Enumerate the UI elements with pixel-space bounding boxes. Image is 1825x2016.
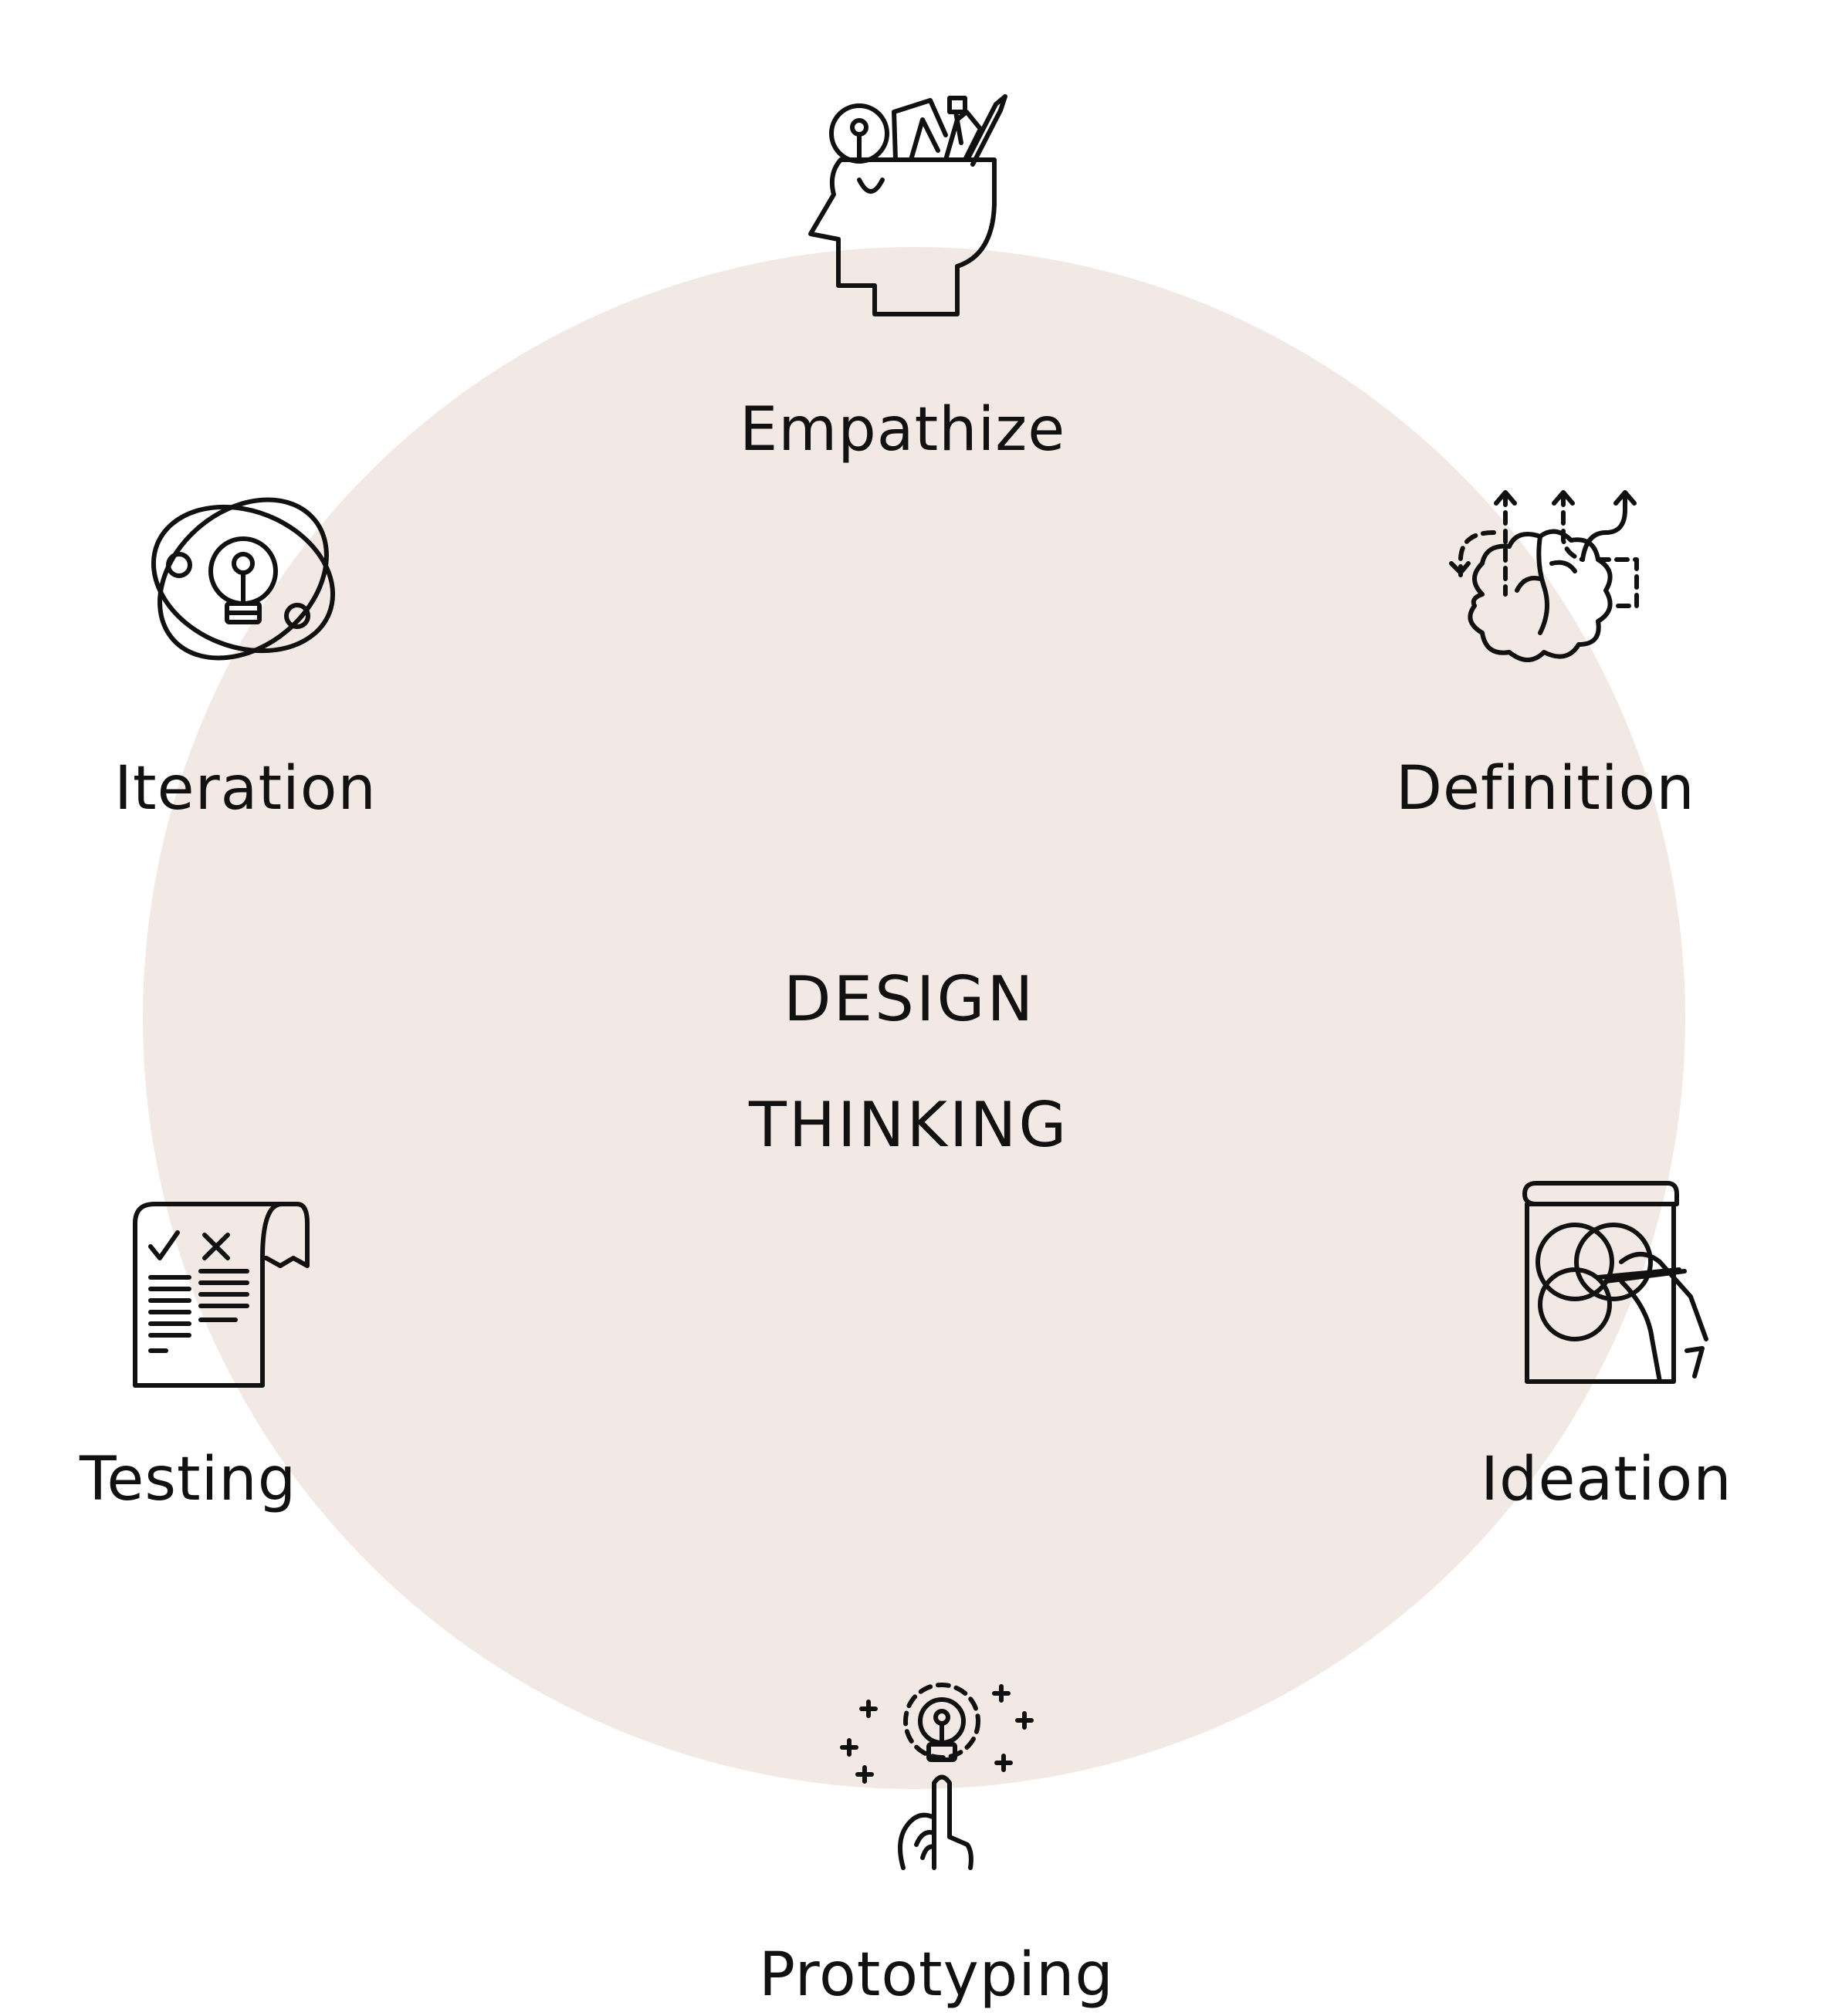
stage-label-testing: Testing [80,1445,297,1514]
center-title-line2: THINKING [749,1089,1069,1161]
cycle-circle [143,247,1685,1789]
stage-label-ideation: Ideation [1481,1445,1732,1514]
brain-paths-icon [1449,490,1639,662]
center-title-line1: DESIGN [784,963,1036,1035]
stage-label-definition: Definition [1396,754,1695,824]
stage-label-iteration: Iteration [114,754,377,824]
head-ideas-icon [808,94,1007,316]
sketch-board-icon [1522,1181,1708,1384]
stage-label-empathize: Empathize [740,395,1066,465]
checklist-icon [133,1202,310,1388]
stage-label-prototyping: Prototyping [759,1940,1114,2010]
finger-bulb-icon [840,1683,1034,1870]
orbit-bulb-icon [151,497,336,661]
